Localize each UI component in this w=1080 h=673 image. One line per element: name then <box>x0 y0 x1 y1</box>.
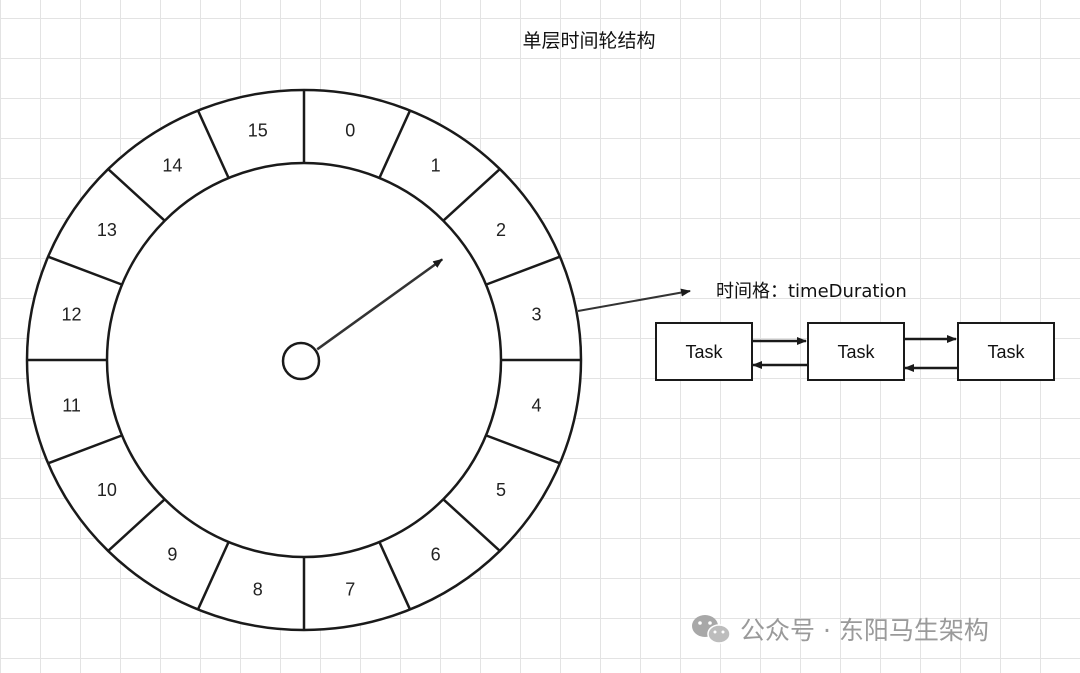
task-box <box>957 322 1055 381</box>
slot-divider <box>107 498 166 552</box>
wheel-pointer-arrow <box>316 258 444 351</box>
slot-label: 9 <box>167 545 177 565</box>
slot-divider <box>442 168 501 222</box>
slot-label: 15 <box>248 120 268 140</box>
time-duration-label: 时间格：timeDuration <box>716 281 907 302</box>
slot-divider <box>378 110 412 179</box>
diagram-title: 单层时间轮结构 <box>522 30 655 52</box>
task-node: Task <box>807 322 905 381</box>
slot-divider <box>378 541 412 610</box>
slot-label: 11 <box>62 396 81 416</box>
slot-label: 2 <box>496 220 506 240</box>
slot-label: 4 <box>531 396 541 416</box>
task-node: Task <box>957 322 1055 381</box>
slot-dividers <box>27 90 581 630</box>
slot-label: 10 <box>97 480 117 500</box>
slot-divider <box>47 434 123 465</box>
watermark-text: 公众号 · 东阳马生架构 <box>740 616 989 645</box>
slot-divider <box>196 541 230 610</box>
task-box <box>655 322 753 381</box>
duration-arrow <box>577 288 691 312</box>
slot-label: 14 <box>162 155 182 175</box>
slot-label: 5 <box>496 480 506 500</box>
task-box <box>807 322 905 381</box>
task-linked-list: Task Task Task <box>655 322 1055 381</box>
slot-label: 0 <box>345 120 355 140</box>
slot-divider <box>442 498 501 552</box>
slot-divider <box>485 434 561 465</box>
task-label: Task <box>685 342 723 362</box>
task-label: Task <box>987 342 1025 362</box>
slot-label: 12 <box>62 304 82 324</box>
slot-label: 7 <box>345 580 355 600</box>
slot-label: 3 <box>531 304 541 324</box>
slot-divider <box>485 255 561 286</box>
slot-divider <box>47 255 123 286</box>
wheel-hub <box>281 341 321 381</box>
task-node: Task <box>655 322 753 381</box>
slot-label: 1 <box>431 155 441 175</box>
slot-label: 8 <box>253 580 263 600</box>
slot-divider <box>196 110 230 179</box>
slot-divider <box>107 168 166 222</box>
task-label: Task <box>837 342 875 362</box>
wechat-icon <box>692 615 731 644</box>
slot-label: 6 <box>431 545 441 565</box>
watermark: 公众号 · 东阳马生架构 <box>692 615 989 645</box>
slot-label: 13 <box>97 220 117 240</box>
